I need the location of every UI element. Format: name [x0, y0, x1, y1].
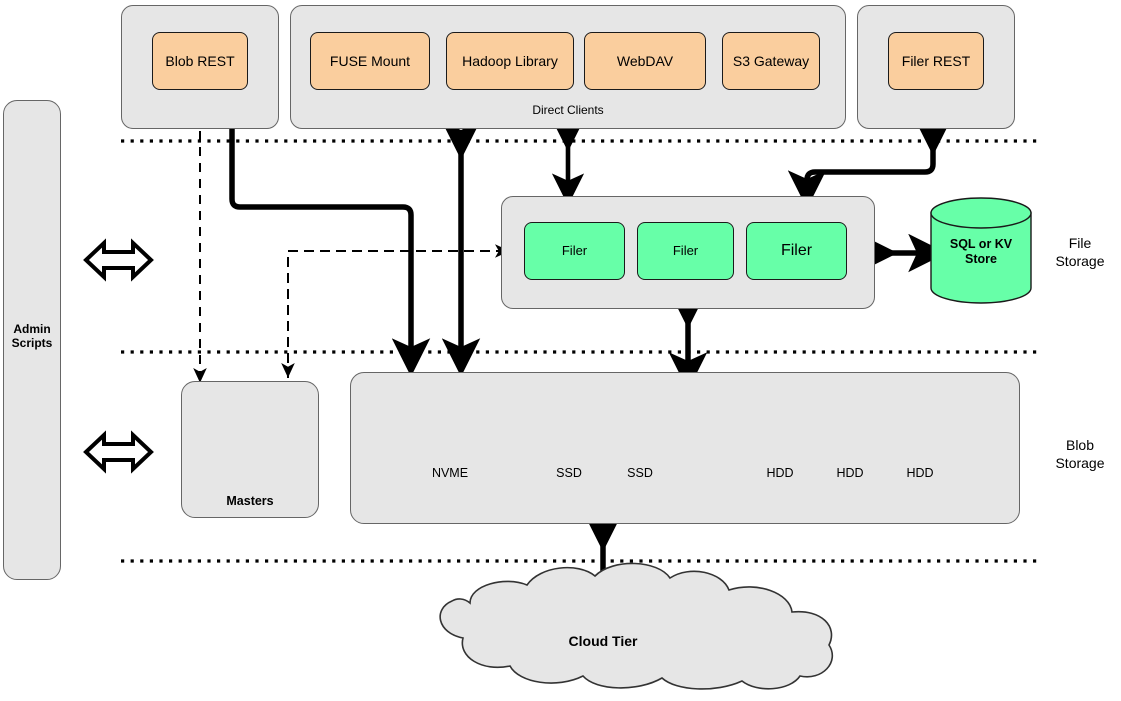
file-storage-tier-label: File Storage	[1043, 235, 1117, 270]
control-plane-dashed-connectors	[193, 131, 510, 383]
volume-label-ssd-2: SSD	[627, 466, 653, 480]
node-blob-rest[interactable]: Blob REST	[152, 32, 248, 90]
node-filer-2[interactable]: Filer	[637, 222, 734, 280]
admin-blob-storage-double-arrow	[83, 430, 154, 474]
node-hadoop-library[interactable]: Hadoop Library	[446, 32, 574, 90]
blob-storage-tier-line1: Blob	[1065, 437, 1095, 453]
cloud-tier-shape	[439, 562, 834, 690]
cloud-tier-label: Cloud Tier	[568, 633, 638, 649]
volume-label-hdd-1: HDD	[766, 466, 794, 480]
masters-label: Masters	[226, 494, 274, 508]
node-filer-1[interactable]: Filer	[524, 222, 625, 280]
sql-kv-store-label-line2: Store	[965, 252, 997, 266]
node-fuse-mount[interactable]: FUSE Mount	[310, 32, 430, 90]
admin-scripts-label: Admin Scripts	[3, 322, 61, 351]
node-filer-rest[interactable]: Filer REST	[888, 32, 984, 90]
blob-storage-tier-label: Blob Storage	[1043, 437, 1117, 472]
sql-kv-store-label: SQL or KV Store	[931, 237, 1031, 267]
blob-storage-tier-line2: Storage	[1055, 454, 1105, 471]
sql-kv-store-label-line1: SQL or KV	[949, 237, 1013, 251]
blob-rest-to-volumes-connector	[229, 128, 431, 377]
admin-scripts-label-line1: Admin	[13, 322, 51, 336]
admin-scripts-panel[interactable]	[3, 100, 61, 580]
volume-label-hdd-2: HDD	[836, 466, 864, 480]
volume-label-ssd-1: SSD	[556, 466, 582, 480]
volume-label-nvme: NVME	[431, 466, 469, 480]
direct-clients-caption: Direct Clients	[532, 103, 604, 117]
masters-group[interactable]	[181, 381, 319, 518]
filer-rest-to-filer-connector	[787, 117, 953, 209]
admin-scripts-label-line2: Scripts	[11, 336, 53, 351]
admin-file-storage-double-arrow	[83, 238, 154, 282]
volume-servers-group	[350, 372, 1020, 524]
volume-label-hdd-3: HDD	[906, 466, 934, 480]
node-webdav[interactable]: WebDAV	[584, 32, 706, 90]
node-s3-gateway[interactable]: S3 Gateway	[722, 32, 820, 90]
file-storage-tier-line1: File	[1068, 235, 1092, 251]
file-storage-tier-line2: Storage	[1055, 252, 1105, 269]
node-filer-3[interactable]: Filer	[746, 222, 847, 280]
filer-to-master-dashed-connector	[281, 250, 505, 378]
